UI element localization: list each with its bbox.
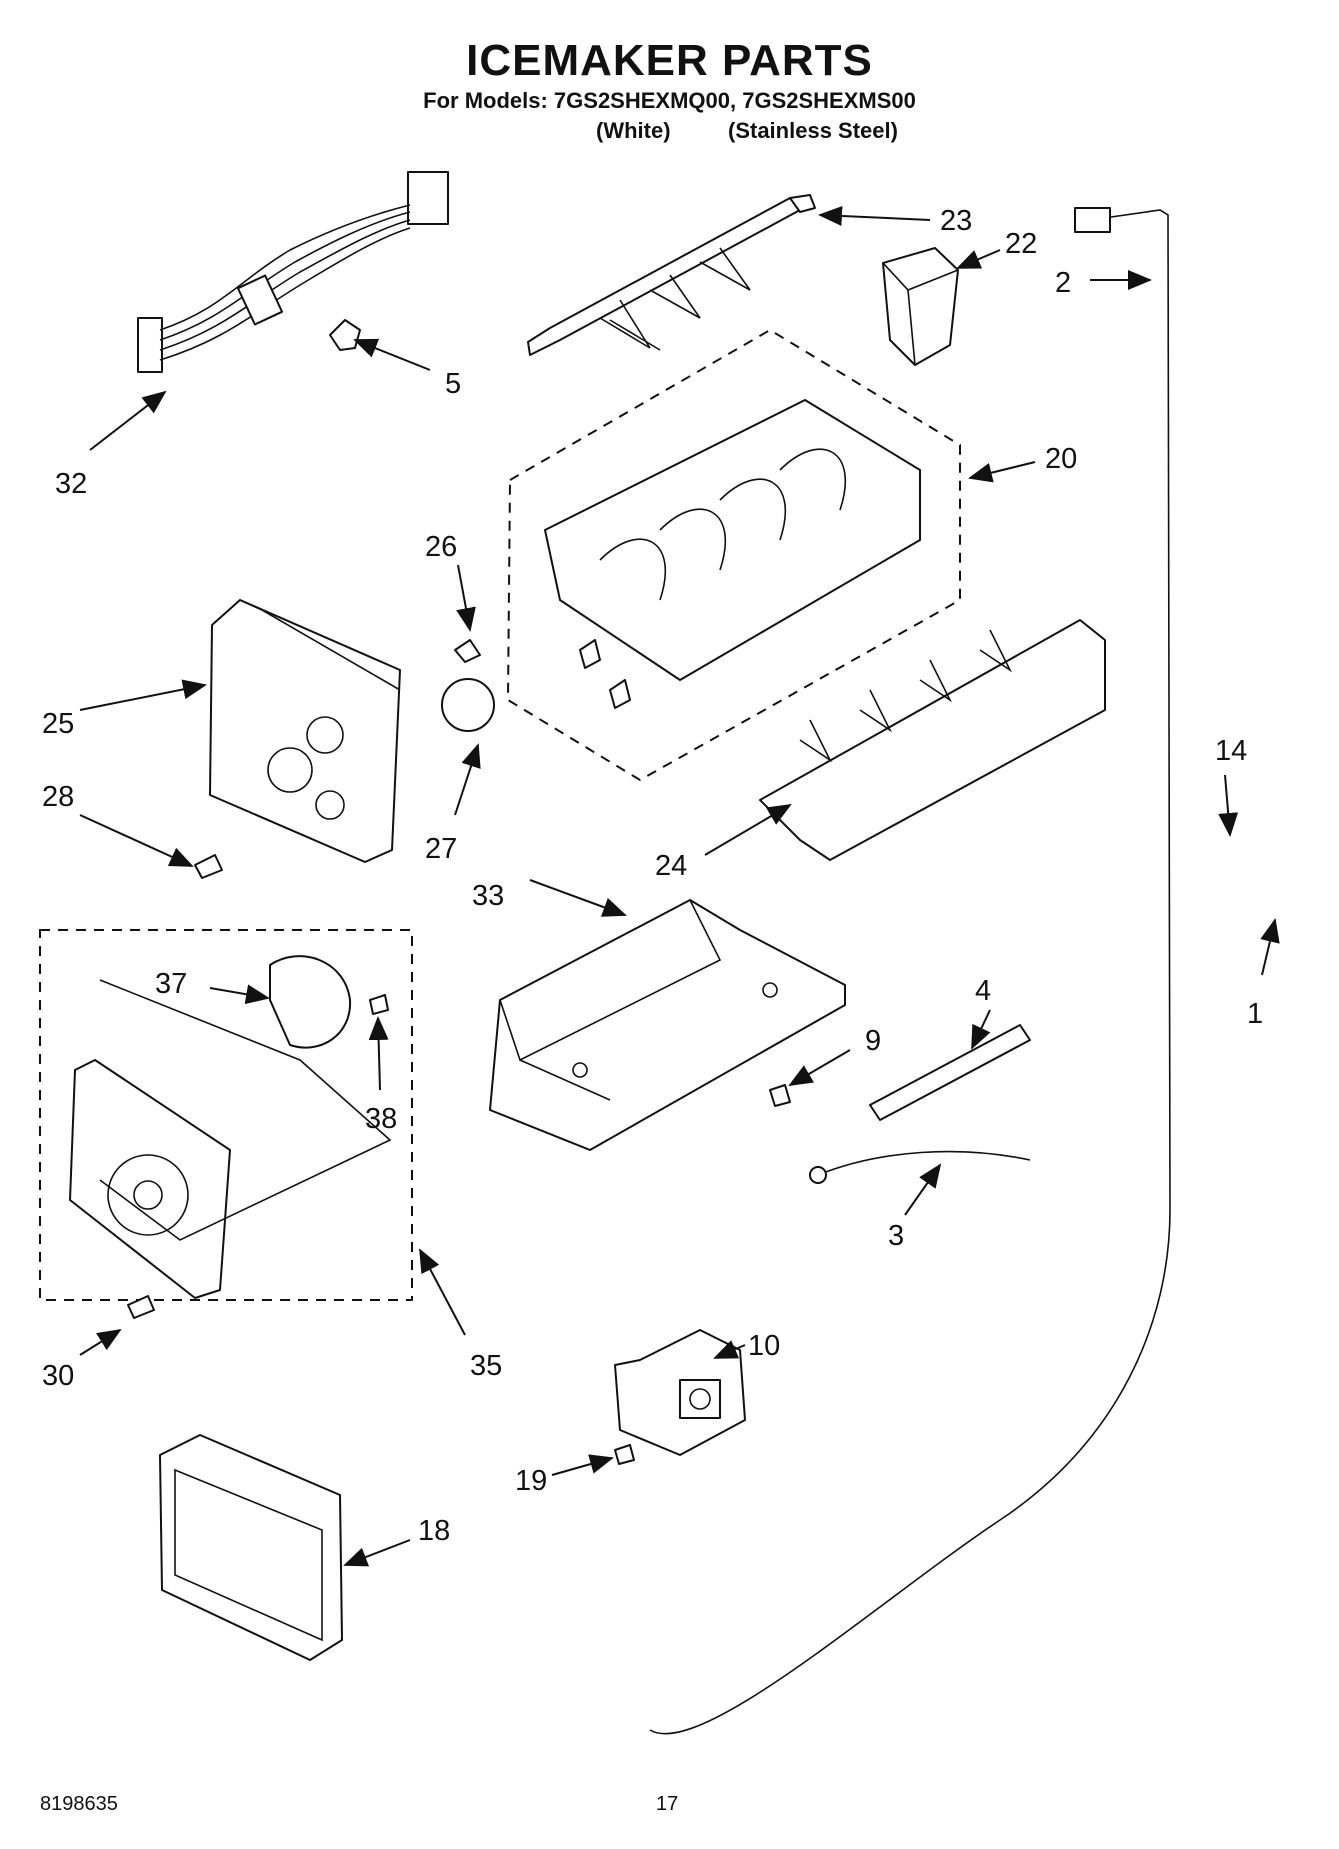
screw-part-38 bbox=[369, 994, 389, 1015]
callout-14: 14 bbox=[1215, 735, 1247, 767]
callout-3: 3 bbox=[888, 1220, 904, 1252]
page-title: ICEMAKER PARTS bbox=[466, 36, 873, 85]
thermostat-part bbox=[441, 678, 495, 732]
callout-27: 27 bbox=[425, 833, 457, 865]
callout-9: 9 bbox=[865, 1025, 881, 1057]
shield-part bbox=[489, 899, 846, 1151]
screw-part-9 bbox=[769, 1084, 791, 1107]
callout-arrows bbox=[79, 206, 1280, 1567]
variant-stainless: (Stainless Steel) bbox=[728, 118, 898, 143]
wire-harness-part bbox=[137, 171, 449, 373]
callout-32: 32 bbox=[55, 468, 87, 500]
page-number: 17 bbox=[656, 1793, 679, 1815]
callout-2: 2 bbox=[1055, 267, 1071, 299]
fill-tube-part bbox=[649, 209, 1171, 1735]
callout-20: 20 bbox=[1045, 443, 1077, 475]
bracket-part bbox=[759, 619, 1106, 861]
motor-module-part bbox=[69, 979, 392, 1299]
models-line: For Models: 7GS2SHEXMQ00, 7GS2SHEXMS00 bbox=[423, 88, 916, 113]
callout-10: 10 bbox=[748, 1330, 780, 1362]
callout-22: 22 bbox=[1005, 228, 1037, 260]
doc-number: 8198635 bbox=[40, 1793, 118, 1815]
callout-23: 23 bbox=[940, 205, 972, 237]
callout-1: 1 bbox=[1247, 998, 1263, 1030]
screw-part-30 bbox=[127, 1295, 155, 1319]
variant-white: (White) bbox=[596, 118, 671, 143]
callout-labels: 23 22 2 5 32 20 26 25 27 28 24 14 33 37 … bbox=[42, 205, 1263, 1547]
motor-module-boundary bbox=[39, 929, 413, 1301]
chute-part bbox=[882, 247, 959, 366]
ice-mold-part bbox=[544, 399, 921, 709]
cover-part-18 bbox=[159, 1434, 343, 1661]
callout-5: 5 bbox=[445, 368, 461, 400]
inlet-tube-part bbox=[869, 1024, 1031, 1121]
clip-part bbox=[329, 319, 361, 351]
callout-38: 38 bbox=[365, 1103, 397, 1135]
control-housing-part bbox=[209, 599, 401, 863]
callout-33: 33 bbox=[472, 880, 504, 912]
callout-24: 24 bbox=[655, 850, 687, 882]
callout-37: 37 bbox=[155, 968, 187, 1000]
callout-25: 25 bbox=[42, 708, 74, 740]
screw-part-28 bbox=[194, 854, 223, 879]
callout-26: 26 bbox=[425, 531, 457, 563]
motor-part-37 bbox=[269, 955, 352, 1049]
ejector-shaft-part bbox=[527, 194, 816, 356]
callout-4: 4 bbox=[975, 975, 991, 1007]
callout-35: 35 bbox=[470, 1350, 502, 1382]
callout-18: 18 bbox=[418, 1515, 450, 1547]
screw-part-19 bbox=[614, 1444, 635, 1465]
callout-30: 30 bbox=[42, 1360, 74, 1392]
callout-28: 28 bbox=[42, 781, 74, 813]
heater-wire-part bbox=[817, 1150, 1031, 1176]
callout-19: 19 bbox=[515, 1465, 547, 1497]
water-valve-part bbox=[614, 1329, 746, 1456]
